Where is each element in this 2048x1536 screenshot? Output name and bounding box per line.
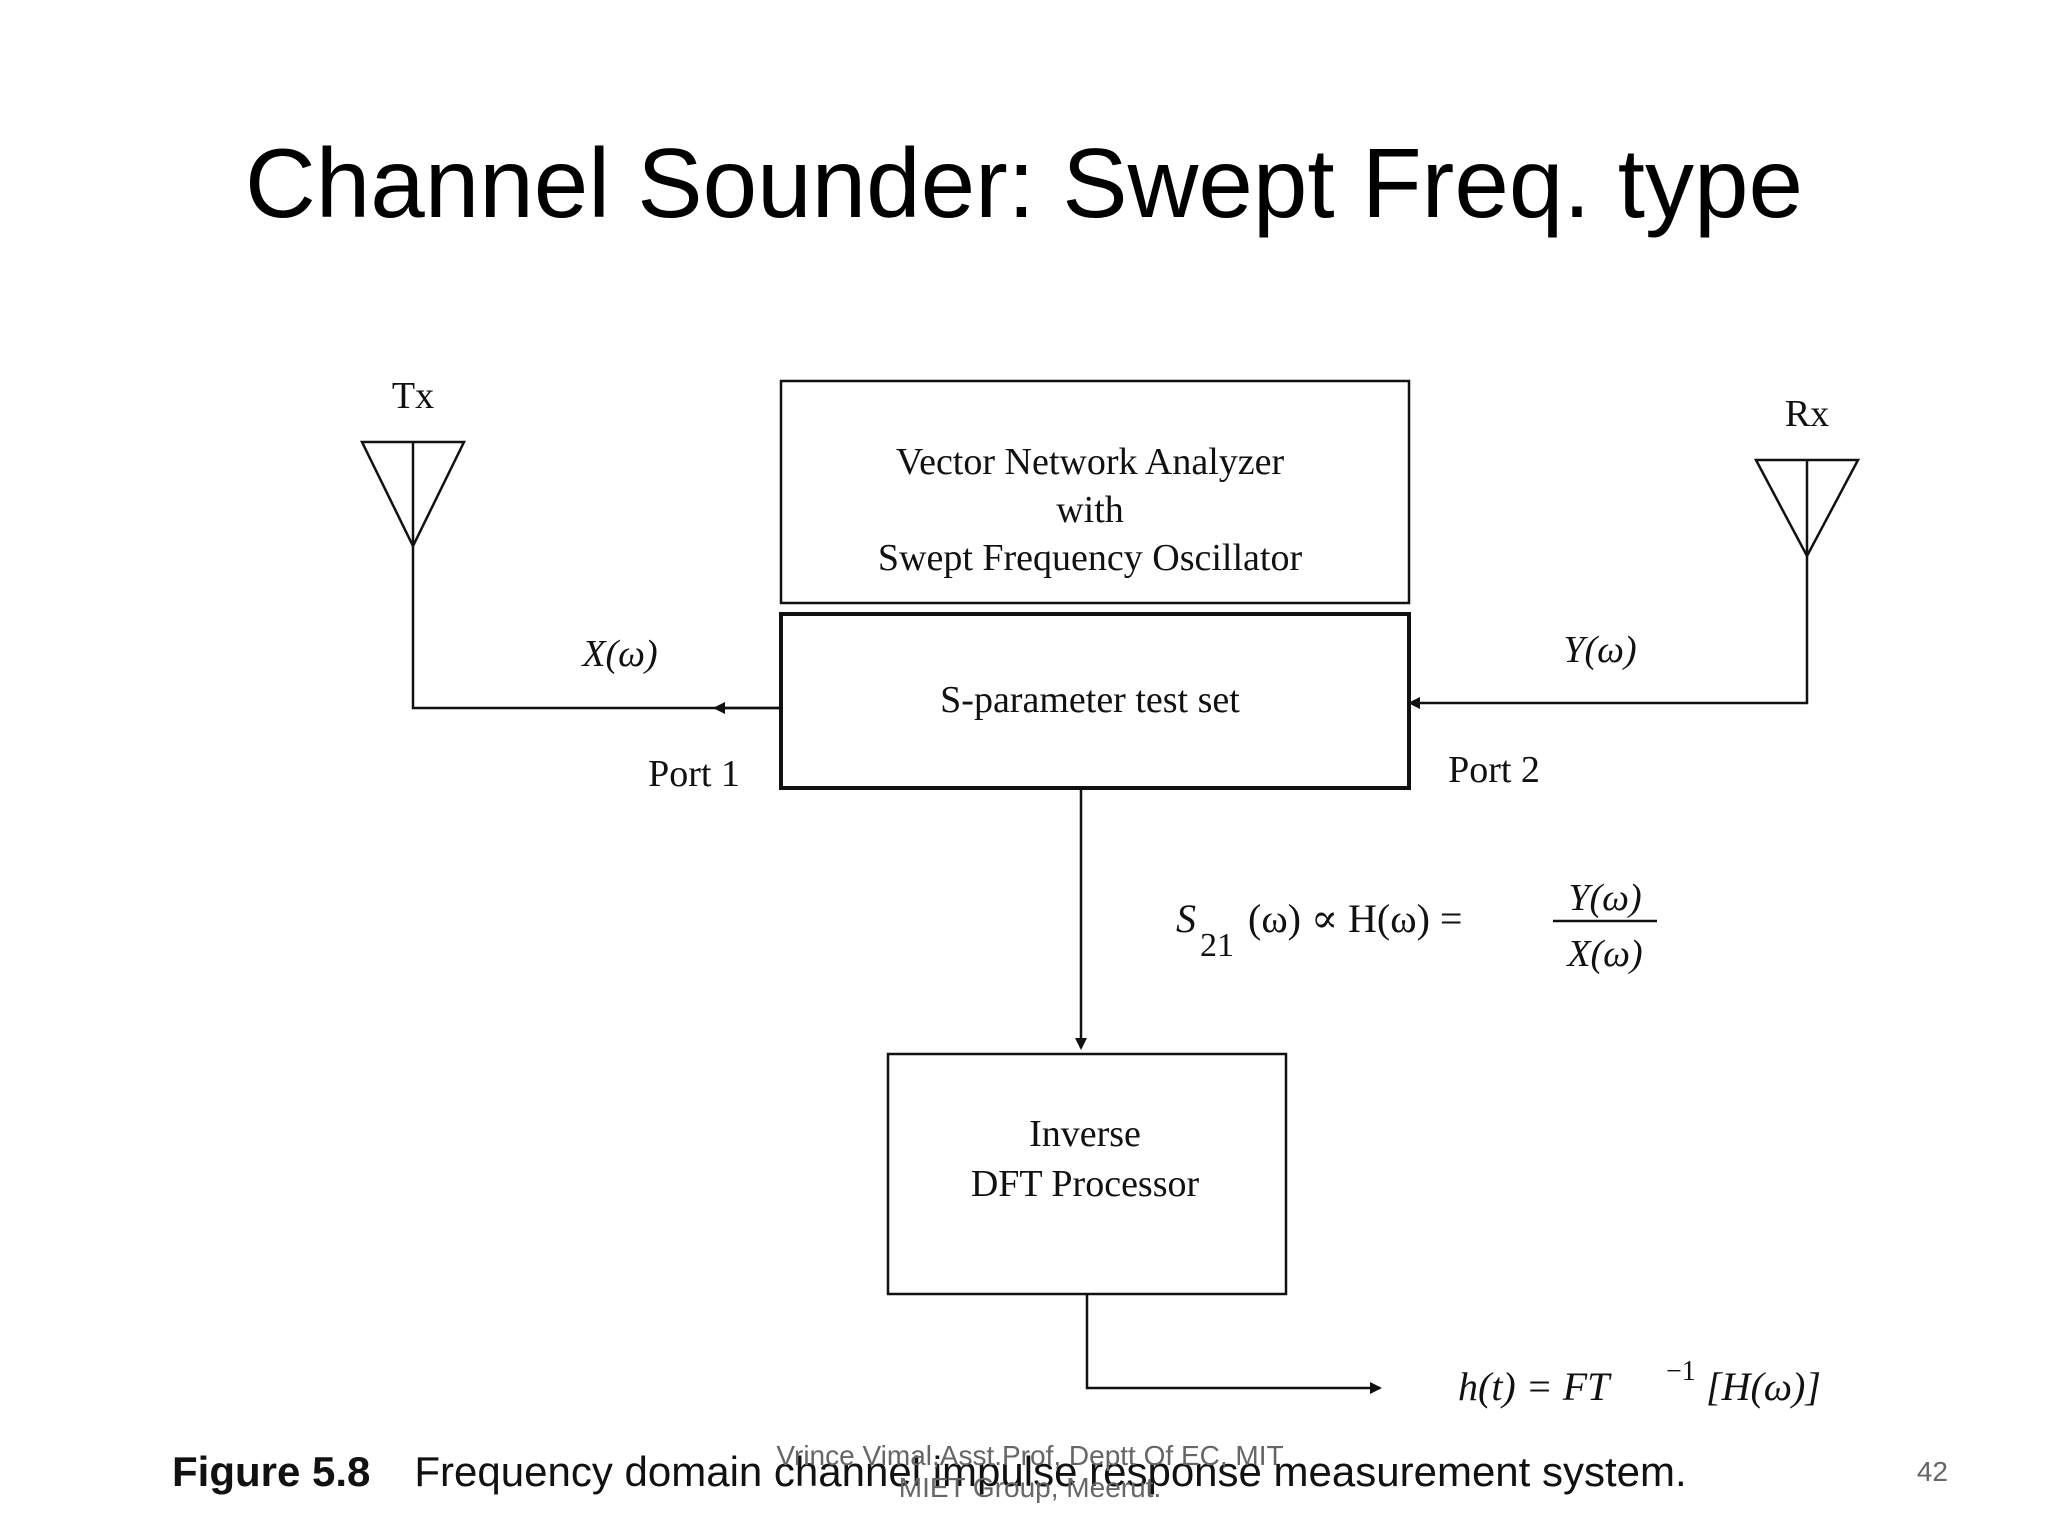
- vna-label-line3: Swept Frequency Oscillator: [878, 537, 1303, 579]
- rx-antenna-icon: [1753, 458, 1861, 559]
- eq-s21-rest: (ω) ∝ H(ω) =: [1248, 896, 1462, 941]
- idft-label-line2: DFT Processor: [971, 1163, 1200, 1205]
- x-omega-label: X(ω): [580, 633, 657, 675]
- y-omega-label: Y(ω): [1563, 629, 1636, 671]
- eq-ht-sup: −1: [1666, 1356, 1696, 1387]
- tx-connection-line: [411, 546, 781, 710]
- footer-line2: MIET Group, Meerut.: [898, 1472, 1162, 1504]
- figure-label: Figure 5.8: [172, 1448, 371, 1495]
- tx-antenna-icon: [359, 440, 467, 549]
- rx-connection-line: [1500, 556, 1809, 705]
- slide-title: Channel Sounder: Swept Freq. type: [244, 128, 1804, 238]
- eq-numerator: Y(ω): [1568, 877, 1641, 919]
- ht-equation: h(t) = FT −1 [H(ω)]: [1458, 1356, 1821, 1409]
- slide-footer: Vrince Vimal,Asst.Prof, Deptt Of EC, MIT…: [700, 1440, 1360, 1504]
- figure-caption: Figure 5.8 Frequency domain channel impul…: [172, 1448, 1687, 1496]
- output-line: [1085, 1294, 1382, 1394]
- footer-line1: Vrince Vimal,Asst.Prof, Deptt Of EC, MIT: [776, 1440, 1284, 1471]
- page-number: 42: [1916, 1456, 1948, 1487]
- vna-box: [779, 379, 1411, 605]
- rx-label: Rx: [1785, 393, 1829, 435]
- vna-label-line1: Vector Network Analyzer: [896, 441, 1285, 483]
- eq-s21-s: S: [1176, 896, 1196, 941]
- port2-label: Port 2: [1448, 749, 1540, 791]
- eq-denominator: X(ω): [1565, 933, 1642, 975]
- eq-ht-left: h(t) = FT: [1458, 1364, 1612, 1409]
- vna-label-line2: with: [1056, 489, 1124, 531]
- figure-caption-text: Frequency domain channel impulse respons…: [414, 1448, 1687, 1495]
- s21-equation: S 21 (ω) ∝ H(ω) = Y(ω) X(ω): [1176, 877, 1657, 975]
- tx-label: Tx: [392, 375, 434, 417]
- sparam-label: S-parameter test set: [940, 679, 1240, 721]
- idft-label-line1: Inverse: [1029, 1113, 1141, 1155]
- eq-ht-right: [H(ω)]: [1706, 1364, 1821, 1409]
- port1-label: Port 1: [648, 753, 740, 795]
- eq-s21-sub: 21: [1200, 927, 1234, 964]
